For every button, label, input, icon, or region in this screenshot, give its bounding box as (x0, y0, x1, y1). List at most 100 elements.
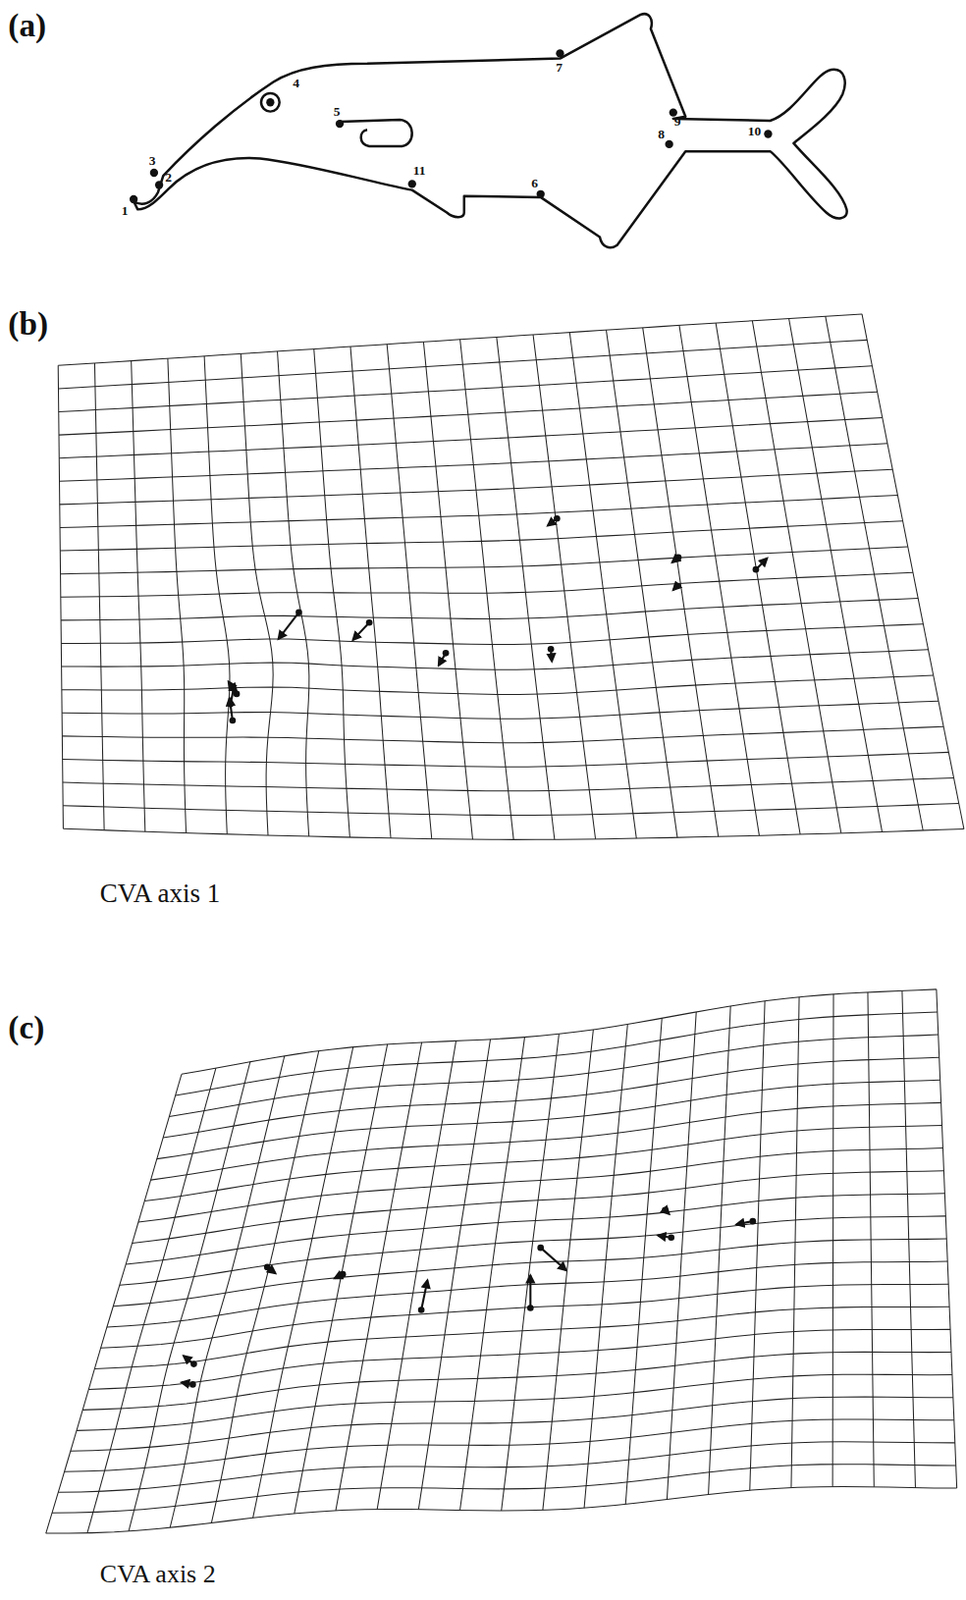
grid-line (59, 494, 898, 528)
grid-line (52, 1464, 957, 1514)
grid-line (168, 1034, 938, 1117)
landmark-number: 10 (748, 124, 762, 140)
grid-line (132, 1171, 945, 1244)
landmark-dot (763, 129, 772, 138)
vector-arrow (228, 681, 237, 694)
landmark-number: 9 (674, 114, 682, 130)
grid-line (60, 572, 913, 597)
axis-caption: CVA axis 1 (100, 879, 221, 910)
landmark-vector (438, 649, 450, 666)
vector-arrow (438, 652, 446, 665)
grid-line (175, 1012, 938, 1096)
grid-line (58, 366, 873, 413)
landmark-vector (736, 1218, 756, 1226)
landmark-dots (129, 49, 773, 204)
grid-line (59, 469, 893, 505)
landmark-number: 8 (657, 127, 665, 143)
grid-line (62, 828, 964, 840)
grid-line (57, 314, 862, 366)
landmark-vector (527, 1275, 535, 1312)
grid-line (82, 1351, 952, 1410)
landmark-number: 4 (292, 76, 300, 92)
body-outline (133, 13, 848, 248)
landmark-vector (181, 1381, 197, 1389)
grid-line (61, 675, 934, 695)
grid-line (666, 1012, 697, 1501)
grid-line (46, 1073, 182, 1534)
landmark-dot (408, 179, 417, 188)
grid-line (59, 521, 903, 551)
vector-arrow (278, 612, 300, 640)
grid-line (62, 751, 950, 767)
landmark-dot (150, 168, 159, 177)
landmark-vector (334, 1271, 347, 1279)
landmark-vector (547, 645, 555, 662)
grid-line (119, 1216, 947, 1286)
landmark-dot (555, 49, 564, 57)
grid-line (625, 1018, 662, 1504)
grid-line (144, 1125, 942, 1201)
panel-letter: (a) (7, 7, 47, 45)
vector-arrow (181, 1382, 193, 1385)
landmark-vector (278, 608, 303, 639)
landmark-dot (661, 1206, 669, 1214)
grid-line (57, 1442, 955, 1493)
grid-line (107, 1261, 948, 1328)
grid-line (94, 1306, 950, 1369)
landmark-vector (536, 1244, 566, 1271)
pectoral-fin (339, 119, 413, 147)
grid-line (62, 803, 960, 815)
landmark-vector (183, 1355, 198, 1368)
landmark-vector (547, 515, 561, 527)
grid-line (70, 1396, 954, 1451)
grid-line (61, 649, 929, 670)
grid-line (46, 1486, 958, 1534)
landmark-number: 5 (333, 105, 341, 120)
landmark-dot (674, 582, 682, 590)
panel-letter: (b) (7, 306, 49, 343)
landmark-dot (266, 98, 274, 107)
grid-line (58, 418, 883, 459)
landmark-vector (672, 553, 683, 563)
landmark-dot (536, 190, 545, 199)
vector-arrow (540, 1247, 567, 1271)
grid-line (125, 1193, 945, 1265)
grid-line (62, 777, 955, 791)
landmark-vector (673, 582, 681, 590)
vector-arrow (334, 1274, 343, 1279)
landmark-dot (335, 119, 344, 128)
landmark-vectors (227, 515, 768, 724)
vector-arrow (529, 1275, 532, 1308)
landmark-vector (418, 1280, 429, 1313)
vector-arrow (664, 1210, 669, 1215)
landmark-number: 7 (555, 60, 563, 76)
landmark-number: 2 (164, 170, 172, 186)
vector-arrow (672, 557, 679, 563)
landmark-number: 3 (149, 154, 157, 169)
grid-line (151, 1102, 942, 1181)
grid-line (60, 597, 918, 620)
grid-line (76, 1374, 953, 1431)
grid-line (64, 1419, 955, 1472)
vector-arrow (547, 518, 557, 526)
grid-line (60, 624, 923, 645)
landmark-vector (228, 681, 241, 698)
grid-line (87, 1068, 216, 1534)
grid-line (61, 700, 939, 719)
landmark-vector (264, 1264, 276, 1275)
landmark-vector (661, 1206, 669, 1214)
grid-line (376, 1040, 456, 1509)
vector-arrow (550, 648, 552, 661)
grid-line (61, 726, 944, 744)
grid-line (584, 1023, 628, 1508)
grid-line (157, 1079, 941, 1159)
landmark-number: 1 (121, 204, 129, 219)
landmark-vector (353, 619, 374, 641)
fish-outline (133, 13, 848, 248)
grid-line (88, 1329, 951, 1390)
panel-letter: (c) (7, 1010, 45, 1047)
grid-line (128, 1062, 251, 1532)
vector-arrow (267, 1267, 275, 1274)
vector-arrow (736, 1221, 753, 1225)
